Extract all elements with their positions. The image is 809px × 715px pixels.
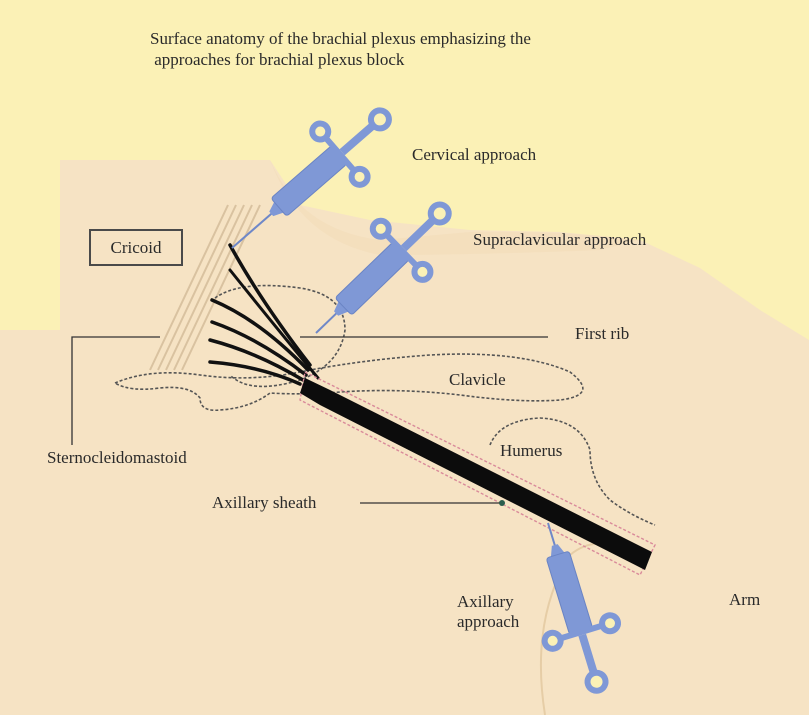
diagram-title-line1: Surface anatomy of the brachial plexus e… (150, 29, 531, 48)
humerus-label: Humerus (500, 441, 562, 461)
diagram-title-line2: approaches for brachial plexus block (150, 50, 404, 69)
axillary-approach-label-line1: Axillary (457, 592, 514, 612)
sternocleidomastoid-label: Sternocleidomastoid (47, 448, 187, 468)
cricoid-label: Cricoid (89, 229, 183, 266)
first-rib-label: First rib (575, 324, 629, 344)
arm-label: Arm (729, 590, 760, 610)
cervical-approach-label: Cervical approach (412, 145, 536, 165)
axillary-approach-label-line2: approach (457, 612, 519, 632)
supraclavicular-approach-label: Supraclavicular approach (473, 230, 646, 250)
diagram-title: Surface anatomy of the brachial plexus e… (150, 28, 531, 70)
clavicle-label: Clavicle (449, 370, 506, 390)
axillary-sheath-marker (499, 500, 505, 506)
axillary-sheath-label: Axillary sheath (212, 493, 316, 513)
